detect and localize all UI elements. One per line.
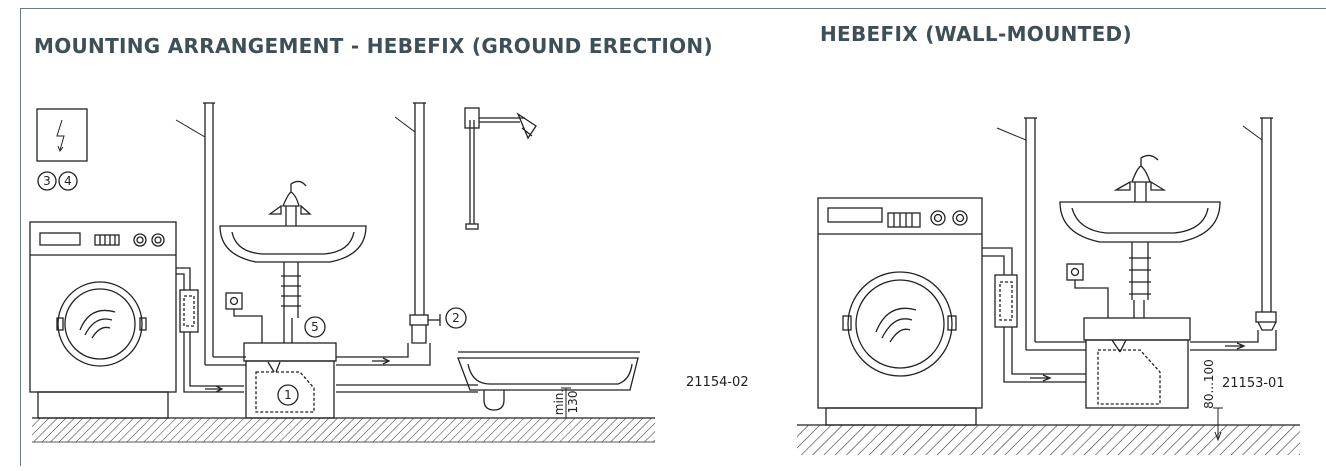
callout-3-label: 3: [43, 174, 51, 188]
washing-machine-left: [29, 221, 177, 419]
vent-pipe-right-left: [336, 102, 441, 366]
shower: [464, 107, 537, 230]
callout-4: [58, 171, 78, 191]
left-drawing-number: 21154-02: [686, 375, 749, 390]
sink-left: [219, 180, 367, 343]
hebefix-pump-right: [1083, 317, 1191, 409]
socket-left: [225, 292, 263, 343]
height-range-label: 80...100: [1202, 359, 1216, 409]
right-drawing-number: 21153-01: [1222, 376, 1285, 391]
drain-hose-right: [982, 247, 1086, 383]
right-floor: [797, 424, 1300, 455]
callout-1: [277, 384, 299, 406]
drain-hose-left: [176, 267, 244, 393]
vent-pipe-left-right: [996, 117, 1086, 351]
callout-5-label: 5: [311, 320, 319, 334]
right-drawing: [797, 117, 1300, 455]
height-dimension: [1213, 407, 1223, 442]
min-label: min.: [552, 389, 566, 415]
min-height-dimension: [561, 387, 571, 419]
callout-4-label: 4: [64, 174, 72, 188]
socket-right: [1066, 263, 1109, 318]
left-panel-frame: [20, 8, 788, 466]
left-drawing: [29, 102, 655, 443]
vent-pipe-left: [175, 102, 246, 366]
callout-2: [445, 307, 467, 329]
bathtub-drain-line: [336, 384, 478, 393]
left-floor: [32, 417, 655, 443]
min-value: 130: [566, 391, 580, 414]
callout-1-label: 1: [284, 388, 292, 402]
vent-pipe-right-right: [1190, 117, 1277, 351]
bathtub: [457, 351, 640, 411]
callout-2-label: 2: [452, 311, 460, 325]
hebefix-pump-left: [243, 342, 337, 419]
washing-machine-right: [817, 197, 983, 426]
right-panel-title: HEBEFIX (WALL-MOUNTED): [820, 22, 1132, 46]
sink-right: [1059, 154, 1221, 318]
callout-3: [37, 171, 57, 191]
electrical-box: [36, 108, 88, 162]
left-panel-title: MOUNTING ARRANGEMENT - HEBEFIX (GROUND E…: [34, 34, 713, 58]
right-panel-frame: [788, 8, 1326, 9]
callout-5: [304, 316, 326, 338]
